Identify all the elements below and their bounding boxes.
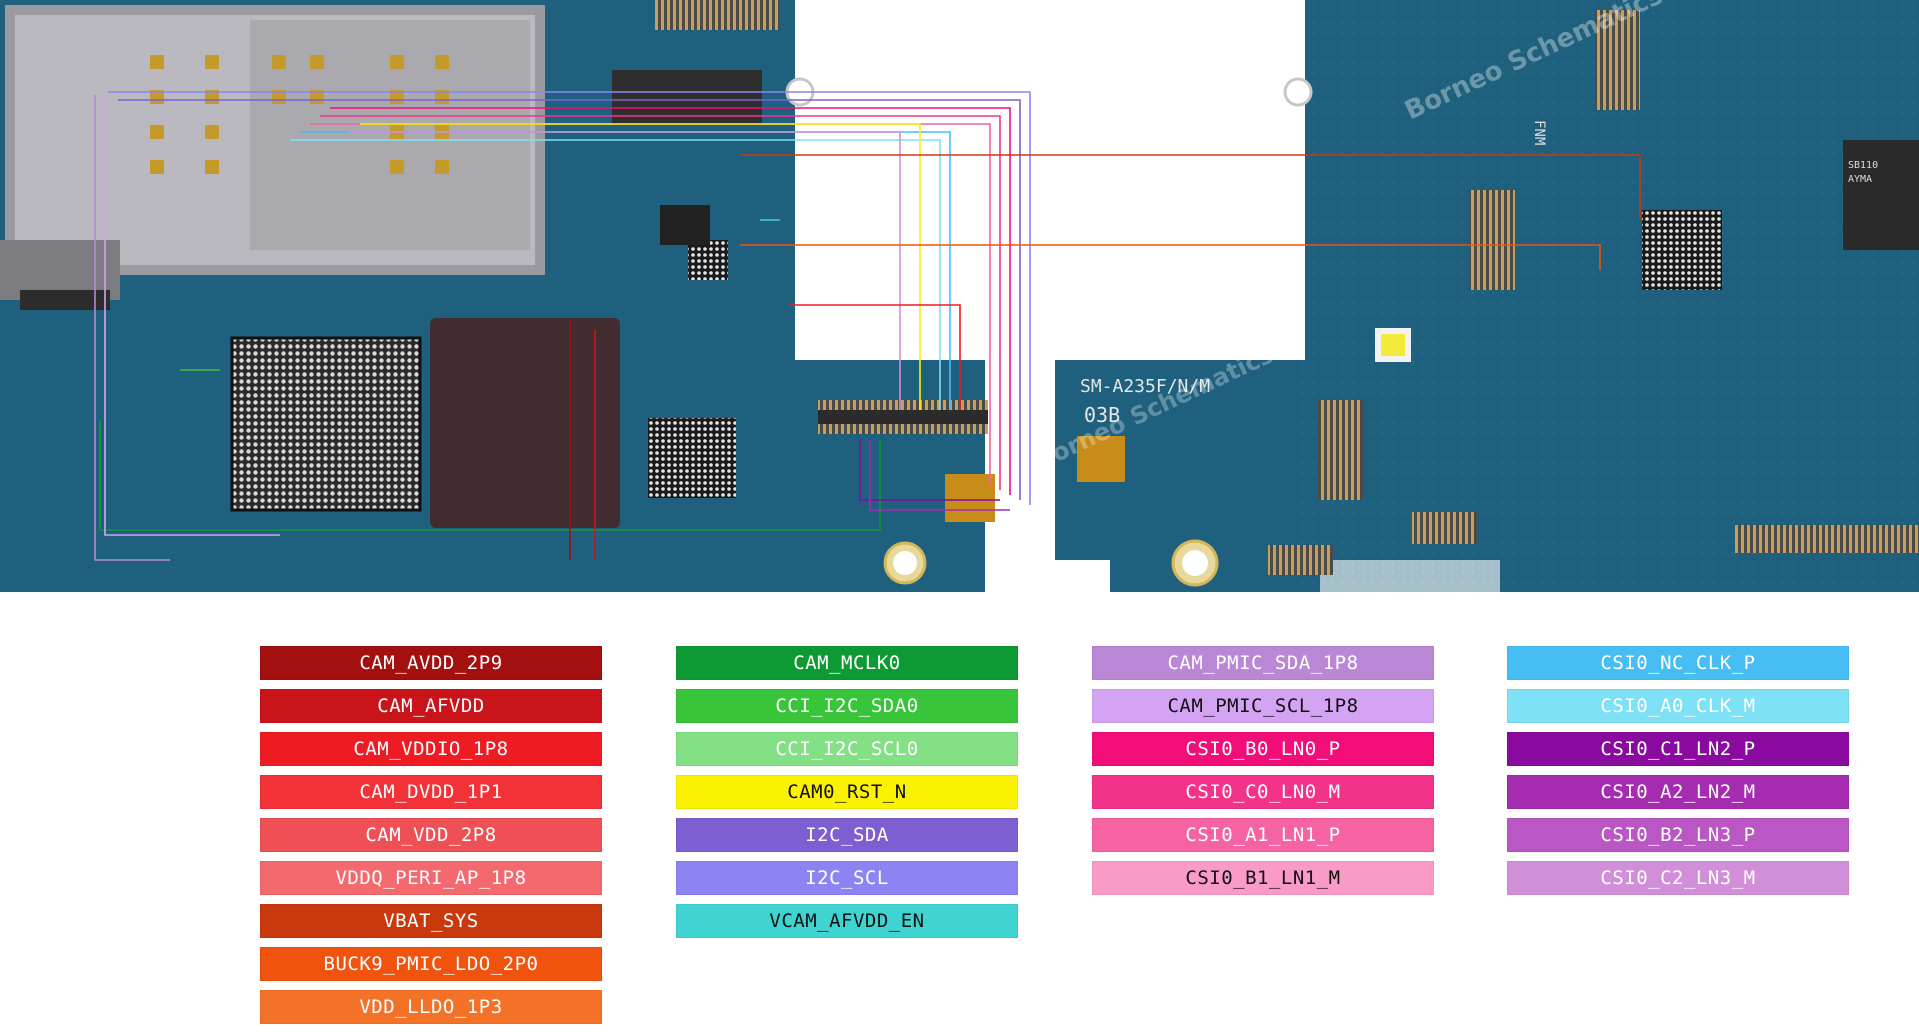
legend-item: CSI0_B0_LN0_P bbox=[1092, 732, 1434, 766]
chip-label-2: AYMA bbox=[1848, 174, 1872, 185]
legend-item: CAM_PMIC_SCL_1P8 bbox=[1092, 689, 1434, 723]
legend-item: CSI0_C2_LN3_M bbox=[1507, 861, 1849, 895]
legend-item: CAM_PMIC_SDA_1P8 bbox=[1092, 646, 1434, 680]
legend-item: I2C_SCL bbox=[676, 861, 1018, 895]
legend-item: CSI0_B2_LN3_P bbox=[1507, 818, 1849, 852]
legend-item: CAM_DVDD_1P1 bbox=[260, 775, 602, 809]
chip-label-1: SB110 bbox=[1848, 160, 1878, 171]
legend-item: BUCK9_PMIC_LDO_2P0 bbox=[260, 947, 602, 981]
legend-item: CSI0_C0_LN0_M bbox=[1092, 775, 1434, 809]
board-model-label: SM-A235F/N/M bbox=[1080, 376, 1210, 397]
legend-item: CAM_MCLK0 bbox=[676, 646, 1018, 680]
legend-column-2: CAM_MCLK0 CCI_I2C_SDA0 CCI_I2C_SCL0 CAM0… bbox=[676, 646, 1018, 947]
pcb-board-image: SM-A235F/N/M 03B SB110 AYMA FNM Borneo S… bbox=[0, 0, 1919, 600]
legend-item: CAM0_RST_N bbox=[676, 775, 1018, 809]
legend-item: CAM_VDDIO_1P8 bbox=[260, 732, 602, 766]
legend-item: VCAM_AFVDD_EN bbox=[676, 904, 1018, 938]
legend-item: CSI0_A2_LN2_M bbox=[1507, 775, 1849, 809]
legend-item: CSI0_C1_LN2_P bbox=[1507, 732, 1849, 766]
legend-item: CCI_I2C_SCL0 bbox=[676, 732, 1018, 766]
legend-item: CSI0_NC_CLK_P bbox=[1507, 646, 1849, 680]
legend-item: VDD_LLDO_1P3 bbox=[260, 990, 602, 1024]
legend-item: CSI0_A0_CLK_M bbox=[1507, 689, 1849, 723]
legend-column-3: CAM_PMIC_SDA_1P8 CAM_PMIC_SCL_1P8 CSI0_B… bbox=[1092, 646, 1434, 904]
legend-item: CAM_VDD_2P8 bbox=[260, 818, 602, 852]
legend-item: CSI0_B1_LN1_M bbox=[1092, 861, 1434, 895]
board-rev-label: 03B bbox=[1084, 403, 1120, 427]
legend-column-1: CAM_AVDD_2P9 CAM_AFVDD CAM_VDDIO_1P8 CAM… bbox=[260, 646, 602, 1033]
legend-column-4: CSI0_NC_CLK_P CSI0_A0_CLK_M CSI0_C1_LN2_… bbox=[1507, 646, 1849, 904]
legend-item: CSI0_A1_LN1_P bbox=[1092, 818, 1434, 852]
silk-label-fnm: FNM bbox=[1531, 120, 1547, 145]
legend-item: CAM_AVDD_2P9 bbox=[260, 646, 602, 680]
legend-item: VBAT_SYS bbox=[260, 904, 602, 938]
legend-item: CAM_AFVDD bbox=[260, 689, 602, 723]
legend-item: VDDQ_PERI_AP_1P8 bbox=[260, 861, 602, 895]
legend-item: CCI_I2C_SDA0 bbox=[676, 689, 1018, 723]
legend-item: I2C_SDA bbox=[676, 818, 1018, 852]
